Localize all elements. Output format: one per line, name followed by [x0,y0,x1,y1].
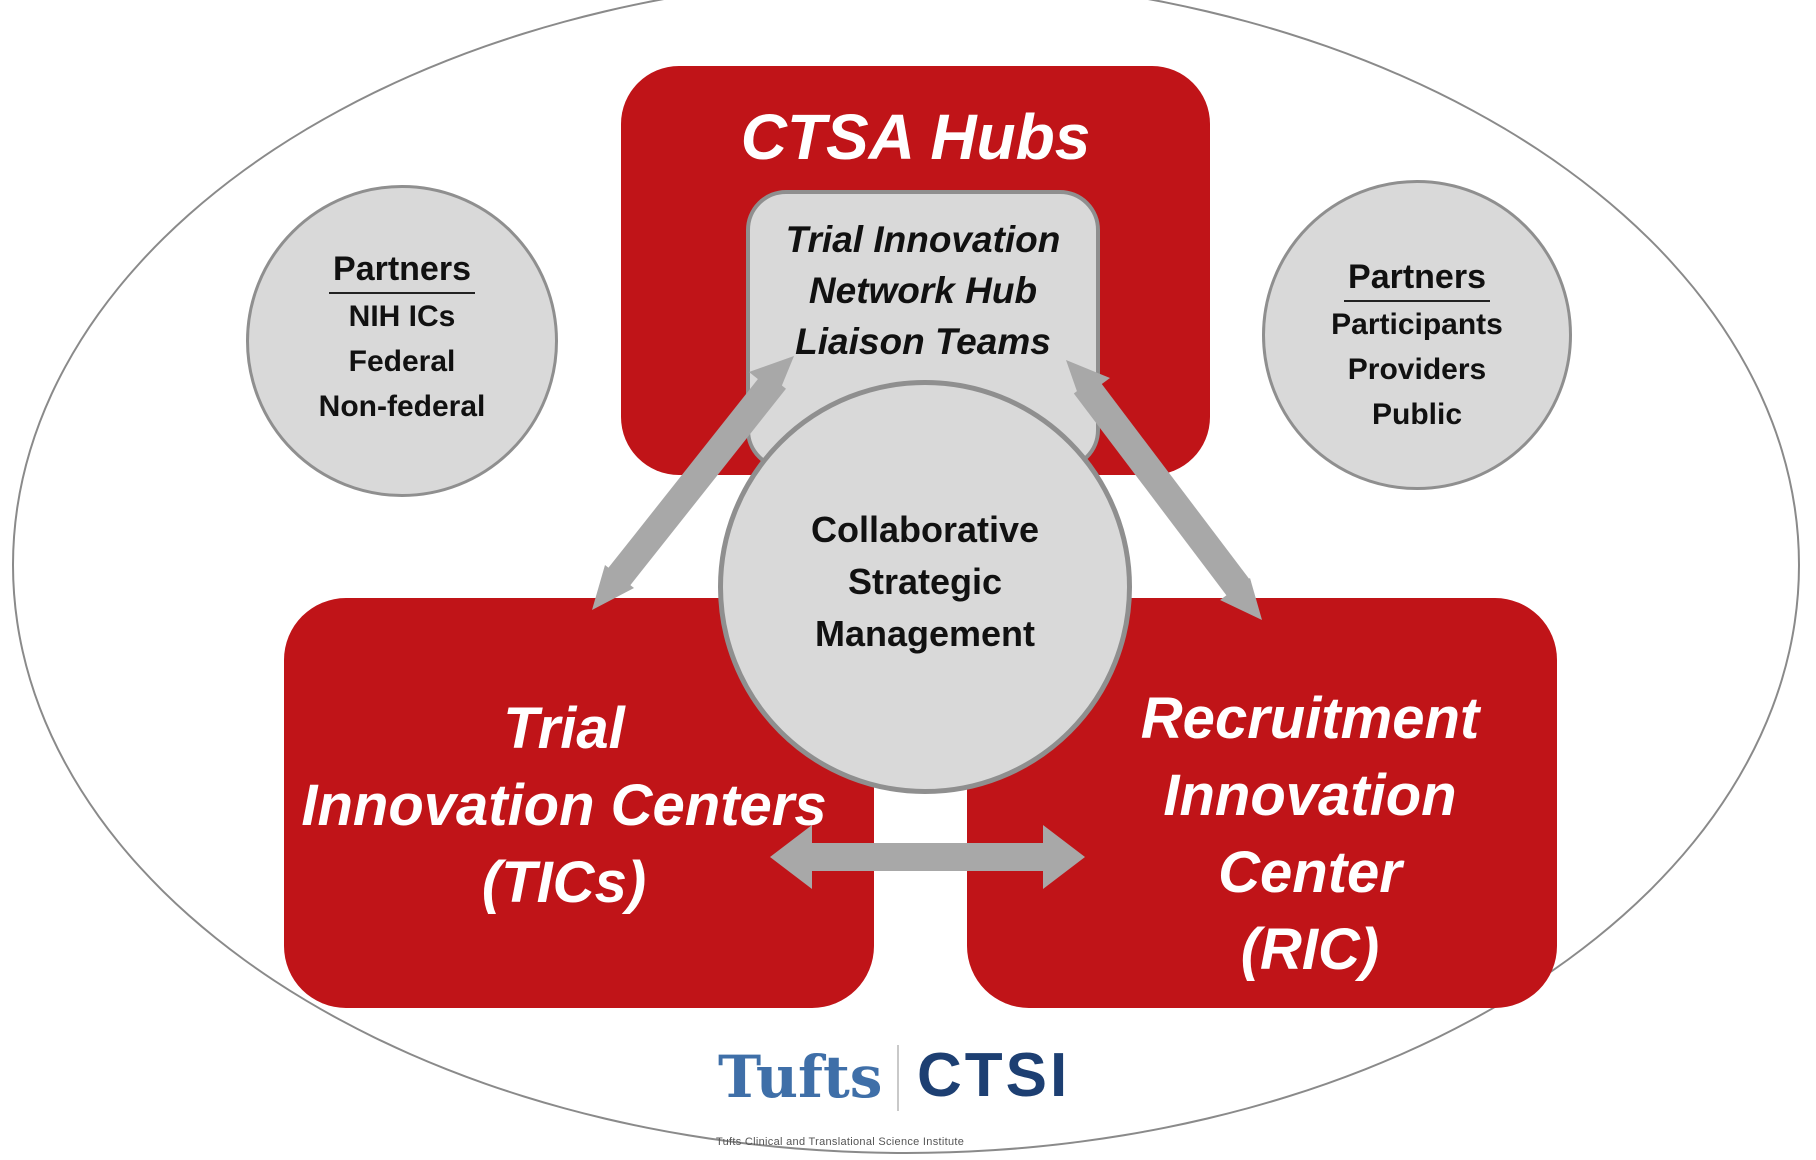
ric-line: Center [1218,840,1402,905]
partner-item: Providers [1347,353,1487,386]
center-line: Strategic [847,561,1003,602]
arrow-tic-ric [770,825,1085,889]
partners-right-label: Partners Participants Providers Public [1262,254,1572,437]
tic-line: Innovation Centers [301,773,827,838]
partners-right-circle [1262,180,1572,490]
partner-item: Non-federal [318,390,486,423]
tufts-logo-wordmark: Tufts [718,1043,883,1111]
center-circle [718,380,1132,794]
center-line: Management [814,613,1036,654]
liaison-line: Network Hub [808,270,1038,311]
arrow-hub-ric [1066,360,1262,620]
ric-line: (RIC) [1240,917,1380,982]
tic-title: Trial Innovation Centers (TICs) [284,690,844,921]
tic-line: (TICs) [481,850,647,915]
ctsi-logo-wordmark: CTSI [917,1041,1071,1110]
liaison-line: Liaison Teams [795,321,1051,362]
arrow-hub-tic [592,356,794,610]
center-line: Collaborative [810,509,1040,550]
partner-item: Participants [1331,308,1503,341]
ctsa-hubs-title: CTSA Hubs [740,101,1091,173]
logo-tagline: Tufts Clinical and Translational Science… [716,1136,965,1148]
partner-item: Federal [348,345,456,378]
ric-line: Innovation [1163,763,1457,828]
outer-ellipse [12,0,1800,1154]
ric-line: Recruitment [1140,686,1480,751]
partners-left-circle [246,185,558,497]
liaison-teams-label: Trial Innovation Network Hub Liaison Tea… [746,214,1100,367]
partner-item: NIH ICs [348,300,456,333]
partners-left-label: Partners NIH ICs Federal Non-federal [246,246,558,429]
tic-line: Trial [503,696,625,761]
liaison-line: Trial Innovation [785,219,1061,260]
center-label: Collaborative Strategic Management [718,504,1132,660]
logo-divider [897,1045,899,1111]
partner-item: Public [1371,398,1462,431]
partners-right-heading: Partners [1344,254,1490,302]
partners-left-heading: Partners [329,246,475,294]
ric-title: Recruitment Innovation Center (RIC) [1000,680,1620,988]
